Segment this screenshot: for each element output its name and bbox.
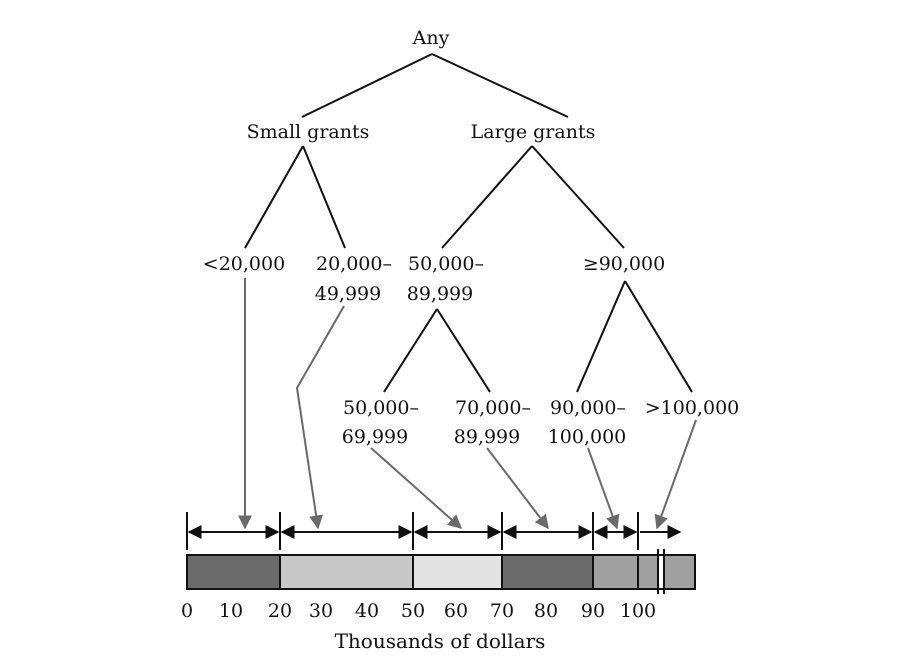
axis-tick-100: 100	[620, 600, 656, 622]
axis-tick-10: 10	[219, 600, 243, 622]
edge-large-ge90	[531, 145, 625, 249]
map-arrow-20000-49999	[295, 305, 345, 530]
node-70000-89999-line2: 89,999	[454, 426, 520, 448]
axis-tick-labels: 0 10 20 30 40 50 60 70 80 90 100	[181, 600, 656, 622]
edge-50-90-70-90	[436, 308, 491, 393]
node-50000-69999-line1: 50,000–	[343, 397, 419, 419]
node-20000-49999-line1: 20,000–	[316, 253, 392, 275]
axis-tick-0: 0	[181, 600, 193, 622]
edge-any-small	[301, 53, 433, 118]
node-any: Any	[412, 27, 450, 49]
map-arrow-90000-100000	[587, 447, 620, 530]
mapping-arrows	[238, 278, 697, 530]
range-arrows	[186, 512, 682, 550]
node-90000-plus: ≥90,000	[583, 253, 665, 275]
edge-any-large	[431, 53, 569, 118]
tree-edges	[244, 53, 693, 393]
bar-segment-100-110	[637, 554, 696, 590]
node-20000-49999-line2: 49,999	[315, 283, 381, 305]
bar-segment-20-50	[279, 554, 414, 590]
edge-50-90-50-70	[383, 308, 438, 393]
axis-tick-40: 40	[355, 600, 379, 622]
bar-segment-0-20	[186, 554, 281, 590]
node-under-20000: <20,000	[203, 253, 285, 275]
node-90000-100000-line2: 100,000	[548, 426, 627, 448]
edge-small-lt20	[244, 145, 304, 249]
node-70000-89999-line1: 70,000–	[455, 397, 531, 419]
map-arrow-50000-69999	[370, 447, 463, 529]
map-arrow-70000-89999	[486, 447, 549, 530]
map-arrow-over-100000	[654, 419, 697, 530]
edge-large-50-90	[441, 145, 533, 249]
node-over-100000: >100,000	[645, 397, 740, 419]
tree-nodes: Any Small grants Large grants <20,000 20…	[203, 27, 739, 448]
edge-ge90-90-100	[576, 280, 626, 393]
edge-small-20-50	[302, 145, 346, 249]
node-50000-69999-line2: 69,999	[342, 426, 408, 448]
range-bar	[186, 554, 696, 590]
bar-segment-90-100	[592, 554, 639, 590]
bar-segment-70-90	[501, 554, 594, 590]
node-large-grants: Large grants	[471, 121, 596, 143]
axis-tick-70: 70	[490, 600, 514, 622]
node-90000-100000-line1: 90,000–	[550, 397, 626, 419]
axis-tick-30: 30	[309, 600, 333, 622]
axis-tick-20: 20	[268, 600, 292, 622]
bar-segment-50-70	[412, 554, 503, 590]
node-50000-89999-line2: 89,999	[407, 283, 473, 305]
axis-tick-50: 50	[401, 600, 425, 622]
axis-break	[657, 549, 665, 594]
axis-label: Thousands of dollars	[335, 629, 546, 653]
node-small-grants: Small grants	[247, 121, 370, 143]
axis-tick-80: 80	[534, 600, 558, 622]
edge-ge90-gt100	[624, 280, 693, 393]
node-50000-89999-line1: 50,000–	[408, 253, 484, 275]
axis-tick-60: 60	[444, 600, 468, 622]
axis-tick-90: 90	[581, 600, 605, 622]
